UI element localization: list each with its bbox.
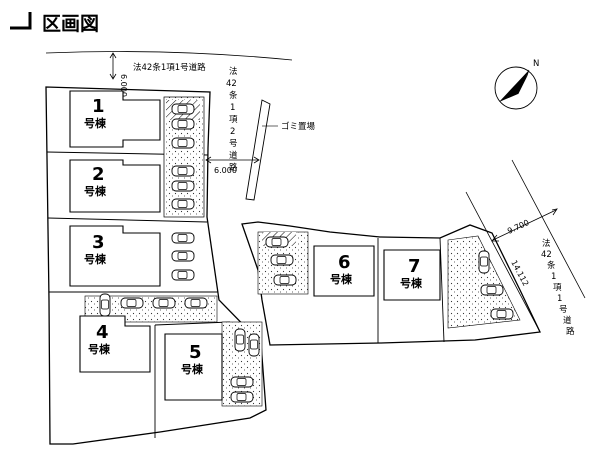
garbage-area [245, 99, 271, 201]
lot-5-label: 5 号棟 [181, 342, 204, 376]
svg-text:路: 路 [566, 326, 575, 337]
svg-text:6: 6 [338, 252, 351, 273]
garbage-label: ゴミ置場 [281, 121, 316, 132]
parking-strip-7 [447, 235, 521, 329]
svg-text:号棟: 号棟 [88, 342, 111, 356]
east-road-width: 9.700 [506, 218, 531, 236]
svg-text:号: 号 [559, 305, 568, 315]
svg-text:道: 道 [563, 315, 572, 326]
svg-text:号棟: 号棟 [330, 272, 353, 286]
svg-text:路: 路 [229, 162, 238, 173]
svg-text:1: 1 [92, 96, 105, 117]
svg-text:1: 1 [551, 272, 556, 282]
access-road-width: 6.000 [214, 166, 237, 175]
vertical-road-label: 法 42 条 1 項 2 号 道 路 [226, 66, 238, 173]
lot-1-label: 1 号棟 [84, 96, 107, 130]
svg-text:法: 法 [229, 66, 238, 77]
lot-6-label: 6 号棟 [330, 252, 353, 286]
svg-text:道: 道 [229, 150, 238, 161]
lot-4-label: 4 号棟 [88, 322, 111, 356]
svg-text:条: 条 [229, 90, 238, 101]
house-outlines [69, 90, 441, 401]
north-road-width: 6.000 [119, 74, 128, 97]
title-mark [10, 12, 32, 30]
svg-text:42: 42 [541, 250, 552, 260]
svg-text:1: 1 [230, 103, 235, 113]
compass-icon [494, 66, 538, 110]
svg-text:号棟: 号棟 [400, 276, 423, 290]
svg-text:号棟: 号棟 [84, 252, 107, 266]
svg-text:号棟: 号棟 [84, 116, 107, 130]
east-road-label: 法 42 条 1 項 1 号 道 路 [541, 238, 575, 337]
svg-text:2: 2 [230, 127, 235, 137]
north-road-edge [45, 51, 293, 61]
svg-text:号: 号 [229, 139, 238, 149]
svg-text:項: 項 [553, 283, 562, 293]
east-road-edge [465, 191, 541, 333]
svg-text:3: 3 [92, 232, 105, 253]
svg-text:5: 5 [189, 342, 202, 363]
svg-text:1: 1 [557, 294, 562, 304]
north-road-dimension [109, 52, 117, 80]
lot-3-label: 3 号棟 [84, 232, 107, 266]
svg-text:項: 項 [229, 115, 238, 125]
svg-text:4: 4 [96, 322, 109, 343]
svg-text:号棟: 号棟 [84, 184, 107, 198]
access-road-dimension [205, 156, 260, 164]
svg-text:号棟: 号棟 [181, 362, 204, 376]
svg-text:法: 法 [542, 238, 551, 249]
svg-text:42: 42 [226, 79, 237, 89]
svg-text:7: 7 [408, 256, 421, 277]
lot-2-label: 2 号棟 [84, 164, 107, 198]
north-road-label: 法42条1項1号道路 [133, 62, 206, 73]
page-title: 区画図 [42, 13, 99, 35]
site-boundary-west [45, 86, 267, 445]
svg-text:2: 2 [92, 164, 105, 185]
svg-text:条: 条 [547, 260, 556, 271]
east-road-dimension [491, 208, 558, 242]
lot-7-label: 7 号棟 [400, 256, 423, 290]
east-road-far-edge [511, 159, 586, 299]
compass-north-label: N [533, 59, 539, 69]
site-boundary-east [241, 221, 541, 346]
